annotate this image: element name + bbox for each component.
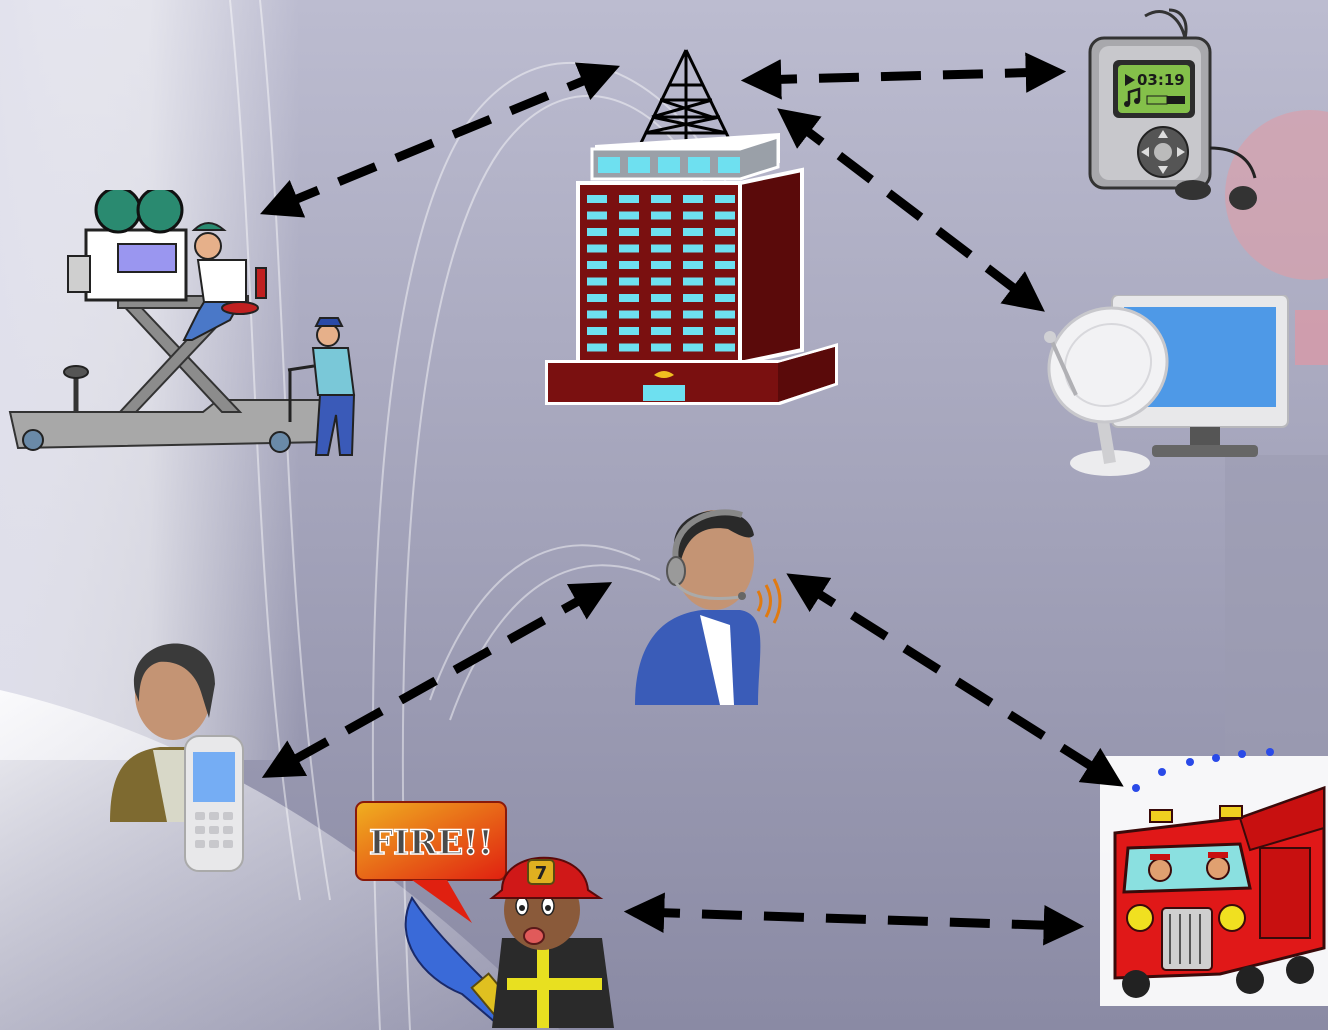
building-window: [683, 310, 703, 319]
building-window: [683, 244, 703, 253]
building-window: [619, 294, 639, 302]
building-window: [619, 228, 639, 236]
mp3-time-display: 03:19: [1137, 71, 1185, 89]
building-window: [651, 244, 671, 253]
person-with-mobile-phone-icon: [110, 643, 244, 872]
building-window: [619, 261, 639, 269]
building-window: [715, 277, 735, 286]
film-camera-crane-icon: [8, 190, 356, 456]
building-window: [619, 195, 639, 203]
building-window: [715, 343, 735, 352]
building-window: [683, 277, 703, 286]
firefighter-with-hose-icon: FIRE!! 7: [355, 801, 614, 1028]
building-window: [619, 277, 639, 286]
building-window: [715, 327, 735, 335]
building-window: [651, 195, 671, 203]
building-window: [715, 244, 735, 253]
building-window: [651, 228, 671, 236]
building-window: [715, 261, 735, 269]
building-window: [683, 211, 703, 220]
building-window: [587, 244, 607, 253]
building-window: [683, 261, 703, 269]
building-window: [683, 343, 703, 352]
building-window: [683, 294, 703, 302]
building-window: [651, 310, 671, 319]
building-window: [651, 343, 671, 352]
building-window: [715, 294, 735, 302]
fire-sign-text: FIRE!!: [369, 823, 493, 863]
building-window: [587, 211, 607, 220]
building-window: [587, 261, 607, 269]
antenna-tower-building-icon: [545, 49, 838, 405]
helmet-number: 7: [535, 863, 548, 884]
mp3-player-icon: 03:19: [1088, 8, 1257, 210]
building-window: [619, 211, 639, 220]
building-window: [651, 211, 671, 220]
satellite-dish-monitor-icon: [1044, 295, 1289, 476]
building-window: [651, 277, 671, 286]
building-window: [683, 195, 703, 203]
building-window: [587, 310, 607, 319]
building-window: [619, 343, 639, 352]
building-window: [587, 294, 607, 302]
fire-truck-icon: [1100, 748, 1328, 1006]
building-window: [715, 211, 735, 220]
building-window: [651, 261, 671, 269]
building-window: [651, 327, 671, 335]
building-window: [683, 228, 703, 236]
building-window: [587, 195, 607, 203]
building-window: [619, 327, 639, 335]
building-window: [587, 277, 607, 286]
headset-operator-icon: [635, 509, 782, 705]
building-window: [587, 343, 607, 352]
building-window: [587, 327, 607, 335]
building-window: [715, 310, 735, 319]
building-window: [715, 228, 735, 236]
building-window: [651, 294, 671, 302]
building-window: [619, 310, 639, 319]
building-window: [715, 195, 735, 203]
building-window: [587, 228, 607, 236]
building-window: [619, 244, 639, 253]
building-window: [683, 327, 703, 335]
